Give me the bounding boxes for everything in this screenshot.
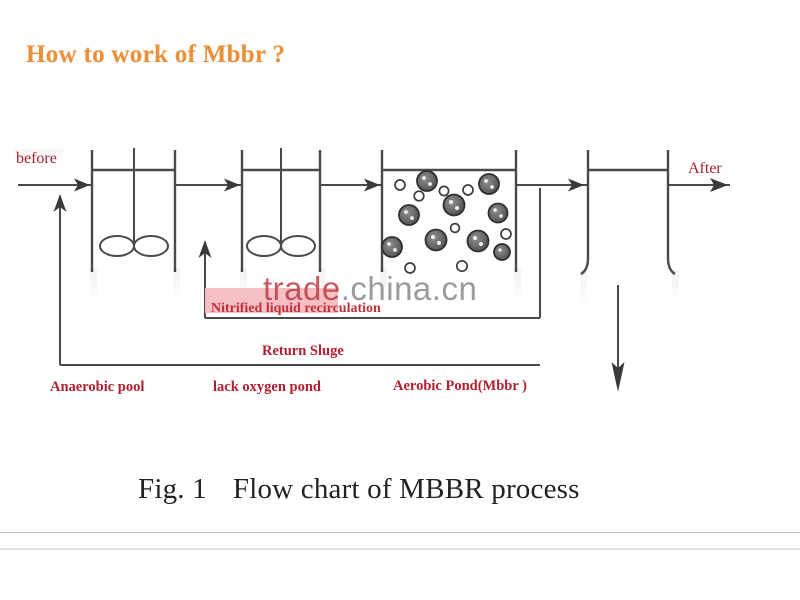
outlet-label: After: [688, 160, 722, 177]
watermark-text-red: trade: [263, 270, 341, 307]
page-title: How to work of Mbbr ?: [26, 41, 286, 68]
inlet-label: before: [14, 149, 63, 170]
flow-tank1-to-tank2: [175, 178, 242, 192]
watermark-highlight-band: [205, 288, 338, 313]
scan-artifact: [173, 268, 180, 304]
figure-number: Fig. 1: [138, 473, 207, 505]
scan-artifact: [514, 268, 521, 304]
nitrified-recirculation-label: Nitrified liquid recirculation: [211, 301, 381, 316]
tank-aerobic-mbbr: [380, 150, 518, 272]
scan-artifact: [580, 270, 587, 306]
return-sludge-line: [53, 194, 540, 366]
scan-artifact: [380, 268, 387, 304]
tank-label-anoxic: lack oxygen pond: [213, 379, 321, 395]
figure-caption-text: Flow chart of MBBR process: [232, 473, 580, 505]
footer-divider-top: [0, 532, 800, 533]
tank-anaerobic: [90, 148, 177, 272]
watermark-text-gray: .china.cn: [340, 270, 478, 307]
flow-tank2-to-tank3: [320, 178, 382, 192]
nitrified-recirculation-line: [198, 188, 541, 319]
mbbr-media-carriers: [381, 170, 512, 274]
scan-artifact: [672, 270, 679, 306]
tank-label-anaerobic: Anaerobic pool: [50, 379, 145, 395]
scan-artifact: [240, 268, 247, 304]
clarifier-tank: [580, 150, 676, 276]
scan-artifact: [318, 268, 325, 304]
scan-artifact: [90, 268, 97, 304]
tank-anoxic: [240, 148, 322, 272]
return-sludge-label: Return Sluge: [262, 343, 344, 359]
figure-caption: Fig. 1 Flow chart of MBBR process: [138, 473, 580, 506]
flow-tank3-to-clarifier: [516, 178, 588, 192]
effluent-flow-line: [668, 178, 730, 192]
waste-sludge-line: [611, 285, 625, 392]
watermark: trade.china.cn: [263, 270, 477, 308]
influent-flow-line: [18, 178, 92, 192]
footer-divider-bottom: [0, 548, 800, 550]
tank-label-aerobic-mbbr: Aerobic Pond(Mbbr ): [393, 378, 527, 394]
